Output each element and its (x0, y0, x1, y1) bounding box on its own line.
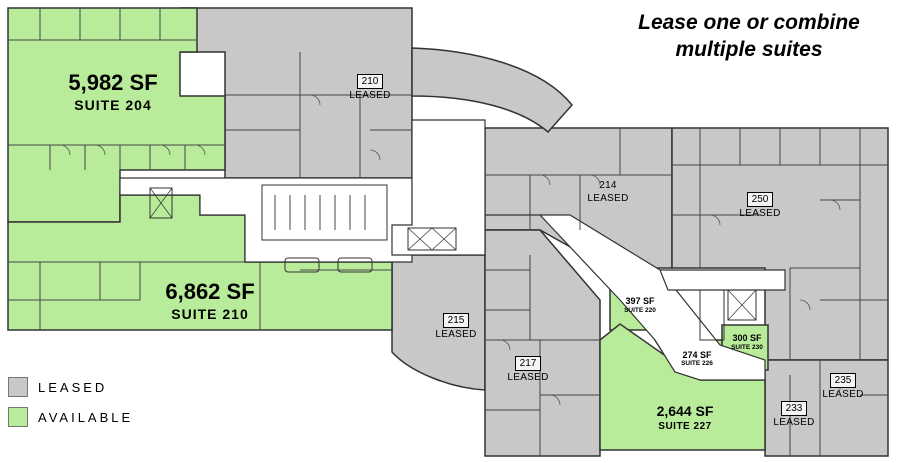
suite-227-sf: 2,644 SF (656, 403, 714, 419)
leased-215-label[interactable]: 215 LEASED (426, 311, 486, 340)
suite-227-label[interactable]: 2,644 SF SUITE 227 (640, 404, 730, 432)
leased-233-label[interactable]: 233 LEASED (764, 399, 824, 428)
suite-204-sf: 5,982 SF (68, 70, 158, 95)
legend-leased-swatch (8, 377, 28, 397)
leased-210-status: LEASED (349, 90, 391, 101)
suite-226-name: SUITE 226 (681, 360, 713, 367)
suite-227-name: SUITE 227 (658, 421, 712, 432)
suite-204-label[interactable]: 5,982 SF SUITE 204 (48, 70, 178, 113)
corridor-east (659, 269, 786, 291)
stair-center (699, 289, 725, 341)
legend-leased-text: LEASED (38, 379, 108, 395)
suite-210-name: SUITE 210 (171, 306, 249, 322)
leased-215-number: 215 (442, 313, 470, 328)
legend-available: AVAILABLE (8, 407, 133, 427)
suite-220-name: SUITE 220 (624, 307, 656, 314)
leased-215-status: LEASED (435, 329, 477, 340)
legend-leased: LEASED (8, 377, 107, 397)
leased-area-217 (484, 229, 601, 457)
suite-220-label[interactable]: 397 SF SUITE 220 (612, 297, 668, 315)
leased-210-number: 210 (356, 74, 384, 89)
suite-230-name: SUITE 230 (731, 344, 763, 351)
leased-250-status: LEASED (739, 208, 781, 219)
leased-217-status: LEASED (507, 372, 549, 383)
legend-available-swatch (8, 407, 28, 427)
headline: Lease one or combine multiple suites (604, 9, 894, 63)
suite-230-label[interactable]: 300 SF SUITE 230 (722, 334, 772, 352)
leased-210-label[interactable]: 210 LEASED (340, 72, 400, 101)
leased-233-status: LEASED (773, 417, 815, 428)
leased-217-number: 217 (514, 356, 542, 371)
suite-220-sf: 397 SF (625, 296, 655, 306)
elevator-east (727, 289, 757, 321)
leased-235-number: 235 (829, 373, 857, 388)
stair-west (149, 187, 173, 219)
suite-226-label[interactable]: 274 SF SUITE 226 (670, 351, 724, 368)
corridor-lobby (391, 119, 486, 256)
legend-available-text: AVAILABLE (38, 409, 134, 425)
leased-233-number: 233 (780, 401, 808, 416)
leased-235-status: LEASED (822, 389, 864, 400)
suite-210-available-label[interactable]: 6,862 SF SUITE 210 (145, 279, 275, 322)
suite-204-name: SUITE 204 (74, 97, 152, 113)
suite-226-sf: 274 SF (682, 350, 712, 360)
leased-250-number: 250 (746, 192, 774, 207)
suite-210-sf: 6,862 SF (165, 279, 255, 304)
leased-area-gallery (411, 47, 573, 134)
leased-250-label[interactable]: 250 LEASED (730, 190, 790, 219)
leased-214-number: 214 (599, 180, 617, 191)
headline-line-2: multiple suites (675, 38, 823, 61)
leased-235-label[interactable]: 235 LEASED (813, 371, 873, 400)
leased-217-label[interactable]: 217 LEASED (498, 354, 558, 383)
leased-214-label[interactable]: 214 LEASED (578, 181, 638, 204)
suite-230-sf: 300 SF (732, 333, 762, 343)
headline-line-1: Lease one or combine (638, 11, 860, 34)
restroom-core (261, 184, 388, 241)
corridor-diagonal (485, 214, 766, 381)
leased-214-status: LEASED (587, 193, 629, 204)
